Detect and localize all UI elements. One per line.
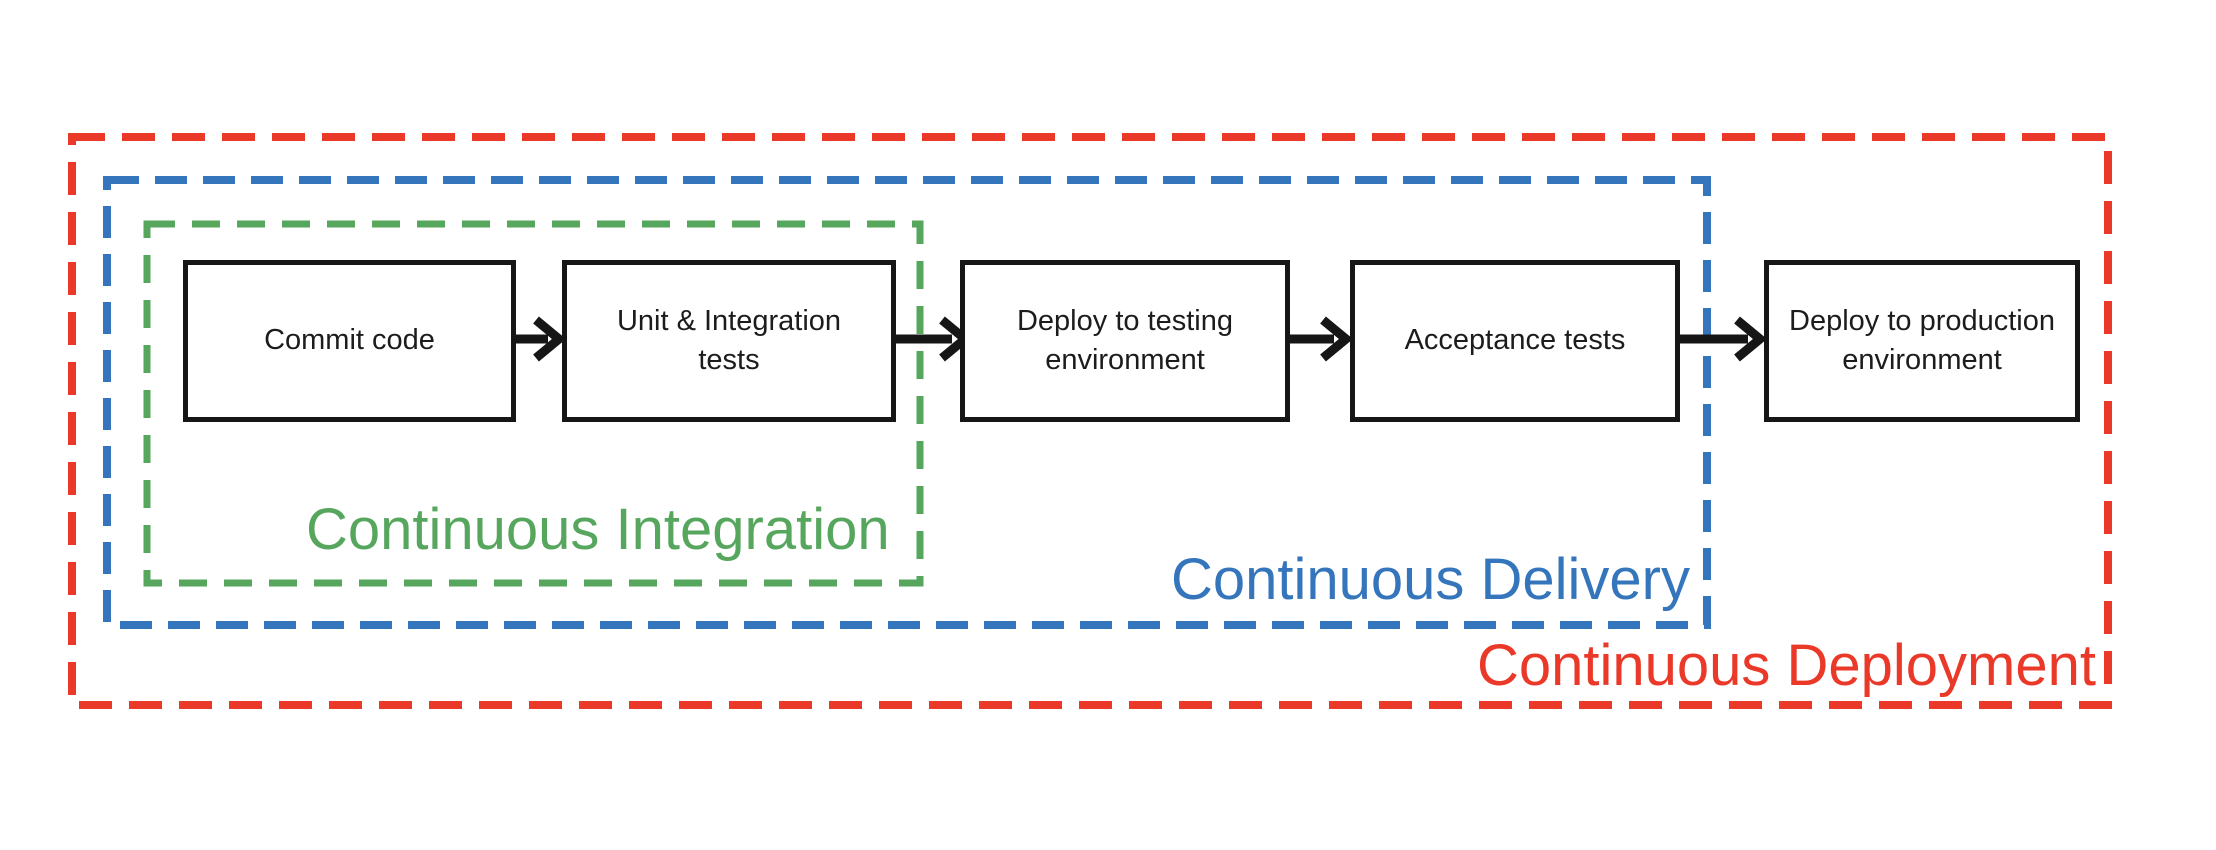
group-label-continuous-delivery: Continuous Delivery <box>1170 547 1690 612</box>
continuous-delivery-boundary <box>103 176 1711 629</box>
step-label: Unit & Integration tests <box>616 304 842 376</box>
flow-arrow-2 <box>892 316 973 362</box>
group-label-continuous-deployment: Continuous Deployment <box>1476 633 2096 698</box>
arrow-head-icon <box>1734 316 1768 362</box>
flow-arrow-1 <box>512 316 567 362</box>
continuous-integration-boundary <box>143 220 924 587</box>
step-box-commit-code: Commit code <box>183 260 516 422</box>
step-box-unit-integration-tests: Unit & Integration tests <box>562 260 896 422</box>
step-label: Deploy to testing environment <box>1016 304 1233 376</box>
step-box-deploy-production-environment: Deploy to production environment <box>1764 260 2080 422</box>
step-box-deploy-testing-environment: Deploy to testing environment <box>960 260 1290 422</box>
step-label: Commit code <box>264 324 435 357</box>
step-label: Acceptance tests <box>1404 324 1626 357</box>
continuous-deployment-boundary <box>68 133 2112 709</box>
arrow-head-icon <box>1320 316 1354 362</box>
arrow-head-icon <box>533 316 567 362</box>
step-label: Deploy to production environment <box>1789 304 2055 376</box>
group-label-continuous-integration: Continuous Integration <box>306 497 890 562</box>
flow-arrow-4 <box>1676 316 1768 362</box>
step-box-acceptance-tests: Acceptance tests <box>1350 260 1680 422</box>
flow-arrow-3 <box>1286 316 1354 362</box>
